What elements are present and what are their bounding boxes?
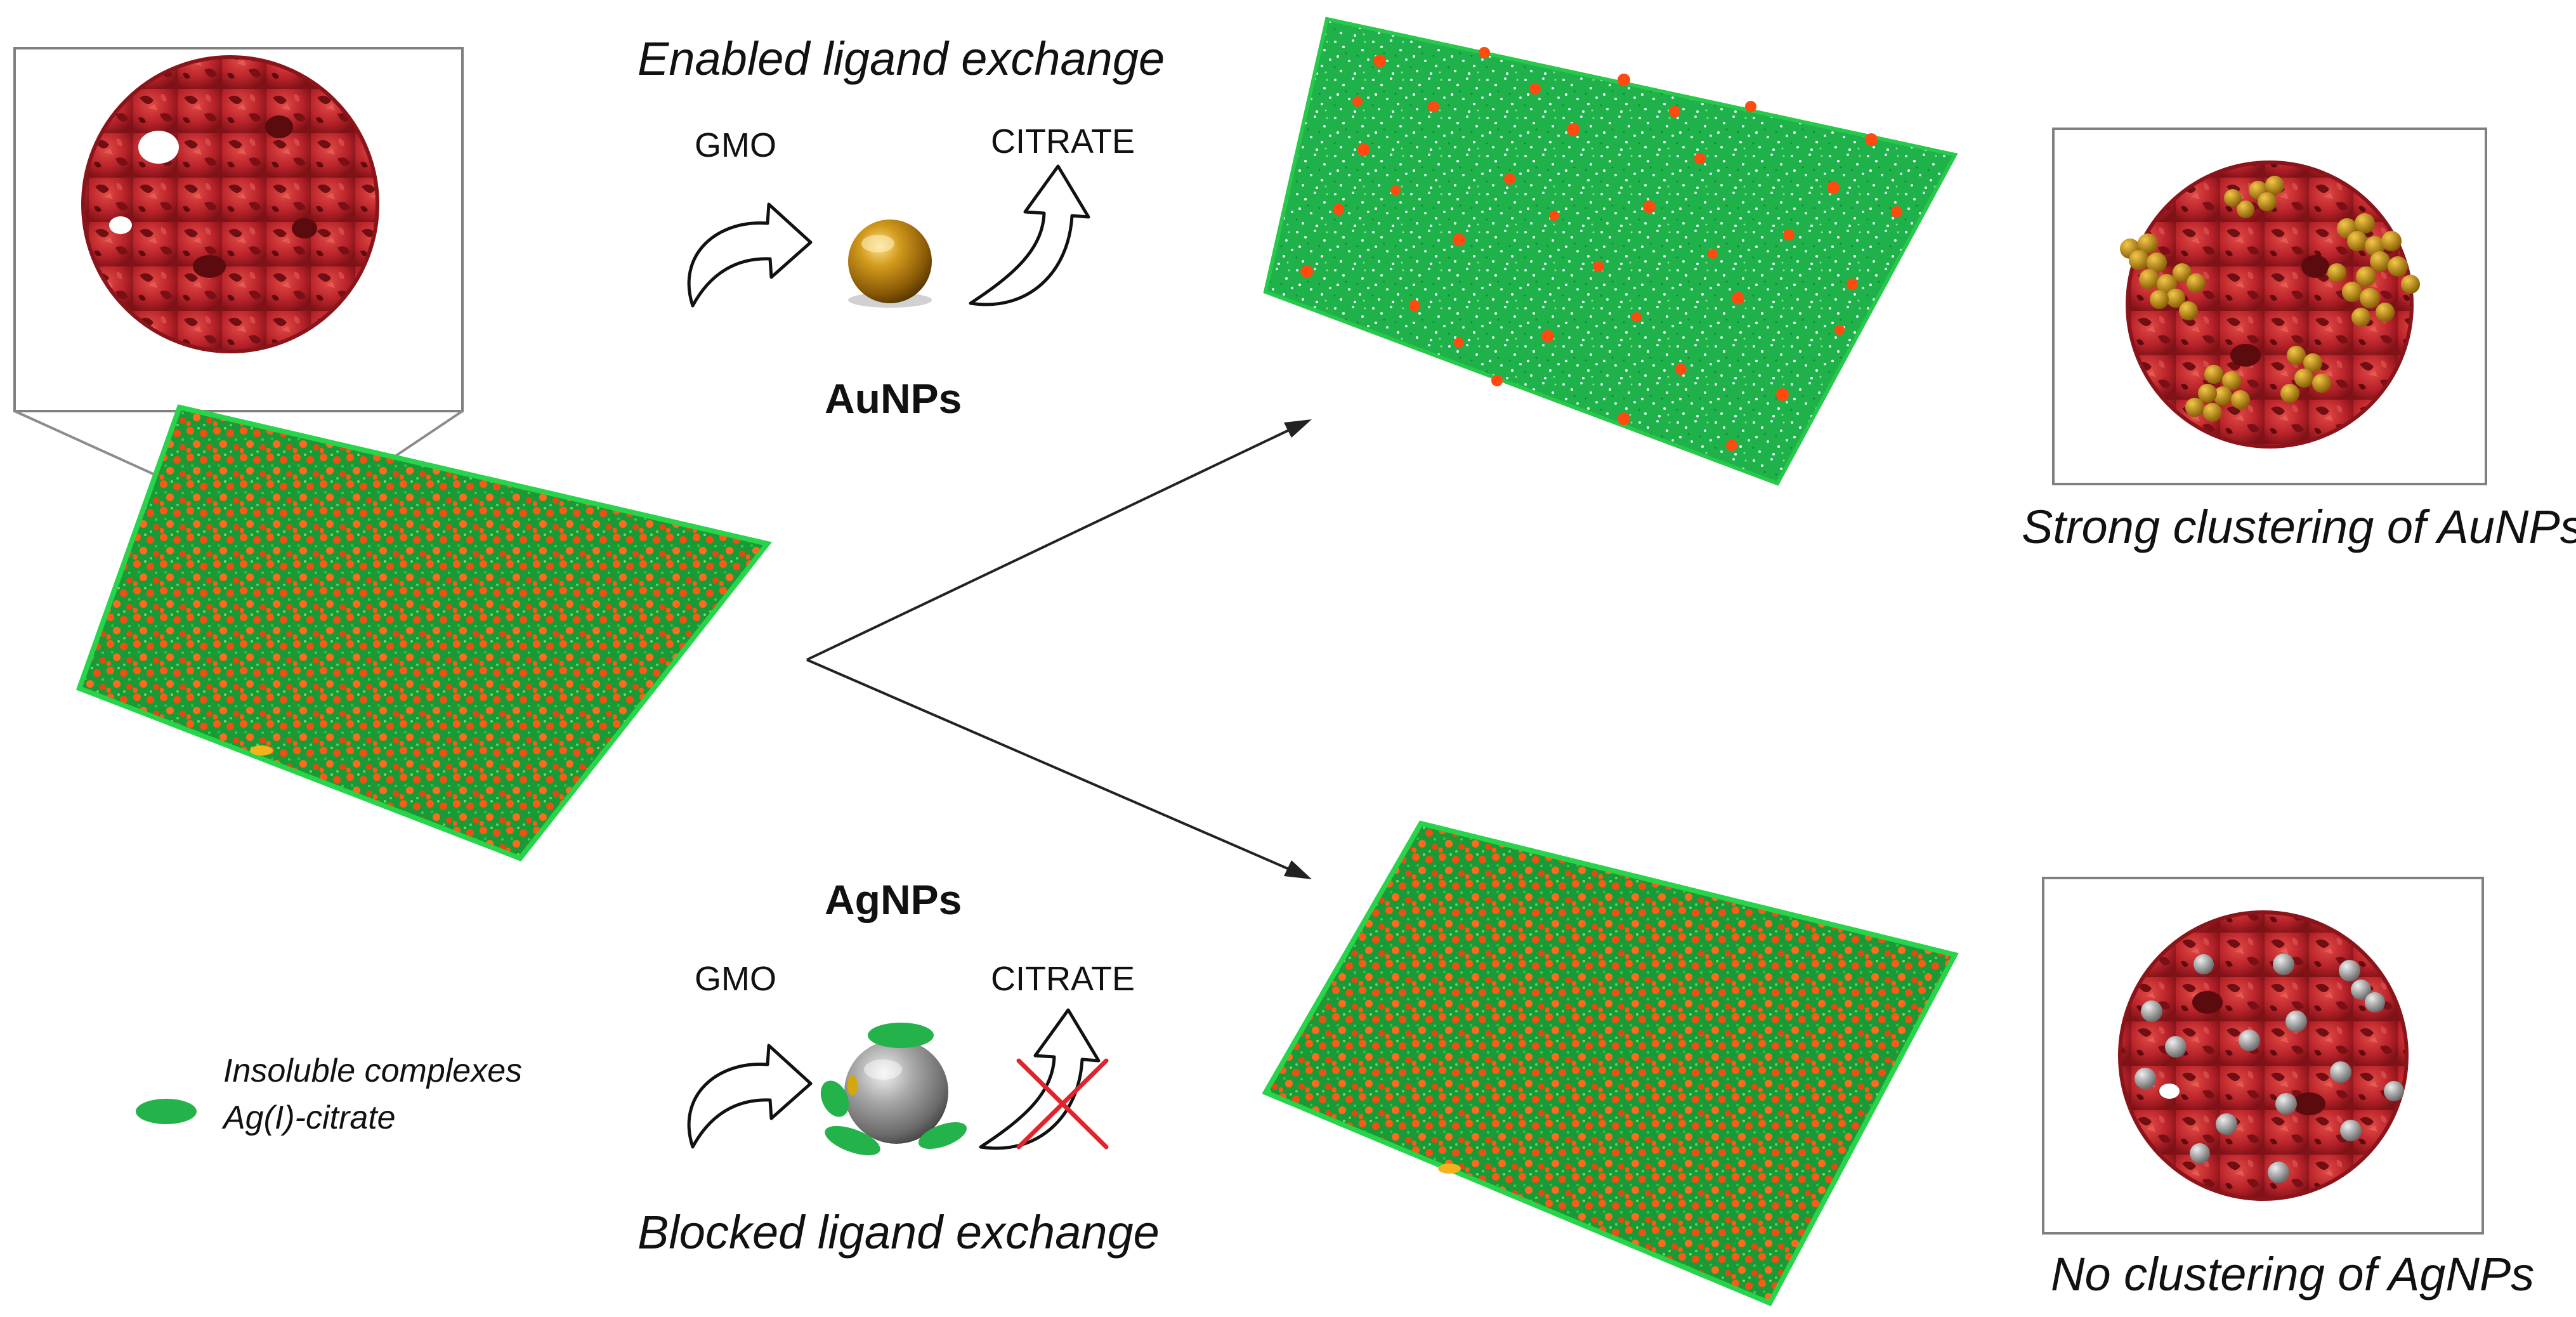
bottom-gmo-label: GMO — [695, 960, 776, 998]
membrane-au — [1263, 16, 1958, 486]
ag-particle-label: AgNPs — [825, 876, 962, 923]
au-cluster-top — [2224, 176, 2284, 218]
au-cluster-left — [2120, 233, 2206, 320]
membrane-ag — [1262, 820, 1959, 1307]
ag-citrate-complex — [918, 1122, 967, 1150]
au-cluster-bottom — [2185, 346, 2331, 422]
arrowhead-down — [1284, 860, 1312, 879]
top-gmo-label: GMO — [695, 126, 776, 164]
bottom-curved-arrow-right — [979, 1008, 1101, 1150]
top-curved-arrow-left — [687, 202, 813, 308]
au-particle-label: AuNPs — [825, 375, 962, 422]
legend-line-2: Ag(I)-citrate — [223, 1099, 396, 1136]
arrowhead-up — [1284, 419, 1312, 438]
bottom-citrate-label: CITRATE — [991, 960, 1135, 998]
membrane-initial — [75, 404, 773, 862]
top-exchange-title: Enabled ligand exchange — [637, 32, 1165, 85]
au-particle — [848, 219, 932, 308]
outcome-ag-caption: No clustering of AgNPs — [2051, 1248, 2535, 1301]
au-cluster-right — [2327, 213, 2420, 327]
ag-citrate-complex — [868, 1023, 934, 1048]
cubosome-empty — [81, 55, 379, 353]
blocked-cross-icon — [1016, 1058, 1109, 1150]
cubosome-au — [2120, 161, 2420, 449]
bottom-curved-arrow-left — [687, 1044, 813, 1149]
ag-particle — [820, 1023, 967, 1156]
top-curved-arrow-right — [969, 164, 1090, 306]
branch-arrows — [806, 422, 1304, 877]
bottom-exchange-title: Blocked ligand exchange — [637, 1206, 1160, 1259]
ag-citrate-complex — [825, 1125, 880, 1156]
ag-dispersed-particles — [2135, 953, 2404, 1183]
legend-line-1: Insoluble complexes — [223, 1052, 523, 1089]
legend-complex-icon — [136, 1099, 197, 1124]
ag-citrate-complex — [820, 1080, 849, 1117]
cubosome-ag — [2118, 910, 2409, 1201]
outcome-au-caption: Strong clustering of AuNPs — [2022, 501, 2576, 553]
top-citrate-label: CITRATE — [991, 122, 1135, 161]
